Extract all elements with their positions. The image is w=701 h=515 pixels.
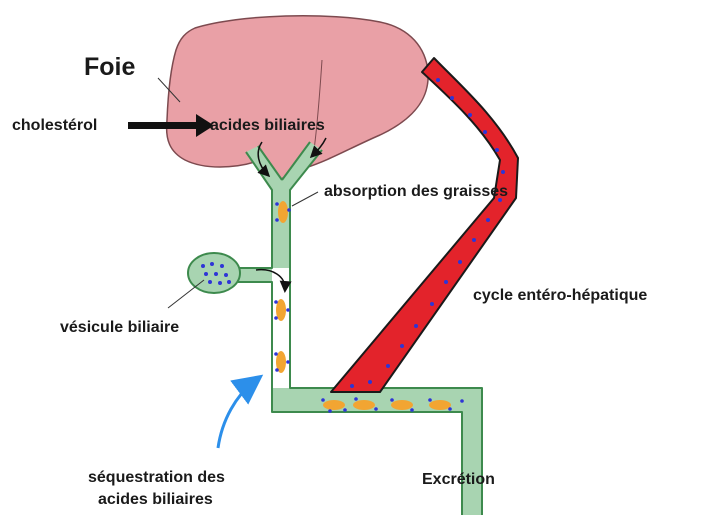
excretion-label: Excrétion <box>422 470 495 490</box>
blue-curved-arrow-icon <box>218 380 256 448</box>
vesicule-leader <box>168 280 204 308</box>
liver-title: Foie <box>84 52 135 83</box>
absorption-label: absorption des graisses <box>324 182 508 202</box>
vesicule-label: vésicule biliaire <box>60 318 179 338</box>
cholesterol-label: cholestérol <box>12 116 97 136</box>
absorption-leader <box>292 192 318 206</box>
sequestration-label-line2: acides biliaires <box>98 490 213 510</box>
sequestration-label-line1: séquestration des <box>88 468 225 488</box>
liver-shape <box>167 16 429 180</box>
acides-label: acides biliaires <box>210 116 325 136</box>
cycle-label: cycle entéro-hépatique <box>473 286 647 306</box>
